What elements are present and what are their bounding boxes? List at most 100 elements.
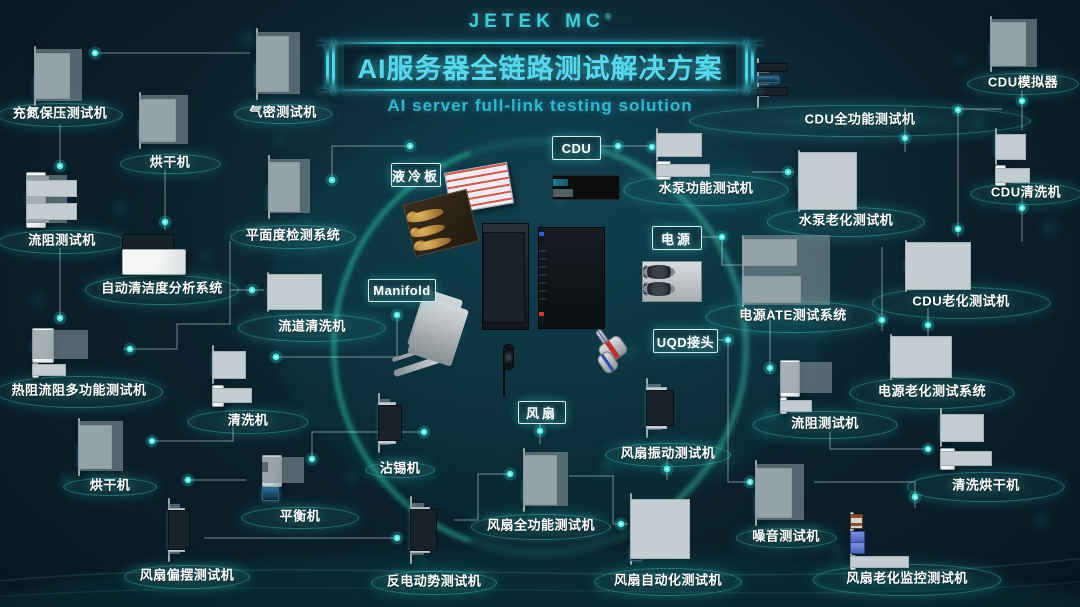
bokeh-dot xyxy=(275,135,285,145)
label-cdu-aging-tester: CDU老化测试机 xyxy=(912,293,1010,309)
platform-drying-machine-bottom xyxy=(63,477,157,497)
machine-part xyxy=(757,62,788,72)
machine-part xyxy=(850,556,910,569)
machine-part xyxy=(890,335,952,379)
platform-balancing-machine xyxy=(241,506,359,530)
machine-part xyxy=(503,344,514,370)
label-flow-resistance-tester-right: 流阻测试机 xyxy=(791,415,859,431)
label-back-emf-tester: 反电动势测试机 xyxy=(386,573,482,589)
machine-part xyxy=(940,414,985,443)
machine-power-ate-test-system xyxy=(742,235,844,307)
machine-power-aging-test-system xyxy=(890,334,986,380)
platform-flow-channel-cleaning-machine xyxy=(237,313,387,343)
connector-dot-core xyxy=(748,480,752,484)
machine-cdu-full-function-tester xyxy=(757,58,961,108)
label-cdu-full-function-tester: CDU全功能测试机 xyxy=(804,111,916,127)
brand-logo: JETEK MC® xyxy=(0,11,1080,33)
bokeh-dot xyxy=(601,462,613,474)
connector-line xyxy=(454,473,510,521)
bokeh-dot xyxy=(415,555,425,565)
bokeh-dot xyxy=(346,472,358,484)
hub-power: 电源 xyxy=(652,226,702,250)
machine-fan-aging-monitor-tester xyxy=(850,512,960,570)
machine-drying-machine-top xyxy=(139,92,197,149)
label-cdu-cleaning-machine: CDU清洗机 xyxy=(990,184,1062,200)
connector-dot-core xyxy=(395,313,399,317)
machine-part xyxy=(267,273,323,311)
registered-mark: ® xyxy=(604,11,612,22)
connector-dot-core xyxy=(250,288,254,292)
machine-flatness-inspection-system xyxy=(268,155,318,219)
label-balancing-machine: 平衡机 xyxy=(279,508,321,524)
platform-fan-aging-monitor-tester xyxy=(812,564,1002,596)
brand-logo-text: JETEK MC xyxy=(468,11,605,32)
machine-part xyxy=(406,296,469,368)
machine-part xyxy=(122,233,175,250)
label-power-ate-test-system: 电源ATE测试系统 xyxy=(739,307,847,323)
connector-dot-core xyxy=(650,145,654,149)
machine-part xyxy=(780,362,833,394)
connector-dot-core xyxy=(128,347,132,351)
uqd-fittings-img xyxy=(594,327,652,377)
machine-part xyxy=(656,164,710,177)
page-title: AI服务器全链路测试解决方案 xyxy=(357,54,723,84)
label-flatness-inspection-system: 平面度检测系统 xyxy=(245,227,341,243)
machine-part xyxy=(553,189,573,198)
platform-flow-resistance-tester-right xyxy=(752,411,898,439)
connector-line xyxy=(331,145,414,180)
fitting-band xyxy=(600,354,615,372)
machine-part xyxy=(78,421,124,471)
label-cleaning-drying-machine: 清洗烘干机 xyxy=(952,477,1020,493)
machine-part xyxy=(990,19,1038,67)
connector-line xyxy=(700,236,744,266)
platform-airtight-tester xyxy=(234,104,332,124)
connector-dot-core xyxy=(58,164,62,168)
platform-cdu-full-function-tester xyxy=(689,105,1031,137)
label-pump-aging-tester: 水泵老化测试机 xyxy=(798,212,894,228)
machine-part xyxy=(643,282,676,297)
machine-back-emf-tester xyxy=(410,496,452,564)
machine-part xyxy=(757,86,788,96)
connector-dot-core xyxy=(274,355,278,359)
machine-part xyxy=(995,133,1026,161)
label-airtight-tester: 气密测试机 xyxy=(249,104,317,120)
ground-glow xyxy=(0,550,1080,607)
fan-blades xyxy=(504,346,512,367)
label-fan-deflection-tester: 风扇偏摆测试机 xyxy=(139,567,235,583)
machine-part xyxy=(742,235,830,305)
machine-fan-full-function-tester xyxy=(523,448,577,512)
machine-part xyxy=(262,456,305,483)
label-auto-cleanliness-analysis-system: 自动清洁度分析系统 xyxy=(101,280,223,296)
connector-dot-core xyxy=(768,366,772,370)
platform-auto-cleanliness-analysis-system xyxy=(85,275,239,305)
machine-part xyxy=(798,152,858,210)
machine-part xyxy=(406,206,445,225)
label-flow-resistance-tester-left: 流阻测试机 xyxy=(28,232,96,248)
machine-part xyxy=(553,179,568,187)
connector-dot-core xyxy=(956,227,960,231)
connector-line xyxy=(124,241,231,350)
machine-part xyxy=(539,232,545,244)
machine-part xyxy=(122,248,186,276)
machine-cdu-cleaning-machine xyxy=(995,128,1057,186)
hub-fan: 风扇 xyxy=(518,401,566,424)
machine-airtight-tester xyxy=(256,28,308,100)
connector-dot-core xyxy=(786,170,790,174)
machine-cleaning-machine xyxy=(212,345,282,407)
label-fan-full-function-tester: 风扇全功能测试机 xyxy=(486,517,596,533)
platform-tin-dipping-machine xyxy=(365,462,435,478)
bokeh-dot xyxy=(1043,221,1057,235)
hub-liquid-cooling-plate: 液冷板 xyxy=(391,163,441,187)
machine-cleaning-drying-machine xyxy=(940,408,1032,470)
machine-part xyxy=(256,32,300,94)
connector-dot-core xyxy=(616,144,620,148)
connector-dot-core xyxy=(395,536,399,540)
connector-dot-core xyxy=(1020,99,1024,103)
bokeh-dot xyxy=(200,252,210,262)
connector-line xyxy=(716,339,752,483)
connector-dot-core xyxy=(422,430,426,434)
machine-part xyxy=(995,168,1031,183)
machine-drying-machine-bottom xyxy=(78,418,132,476)
connector-dot-core xyxy=(913,495,917,499)
